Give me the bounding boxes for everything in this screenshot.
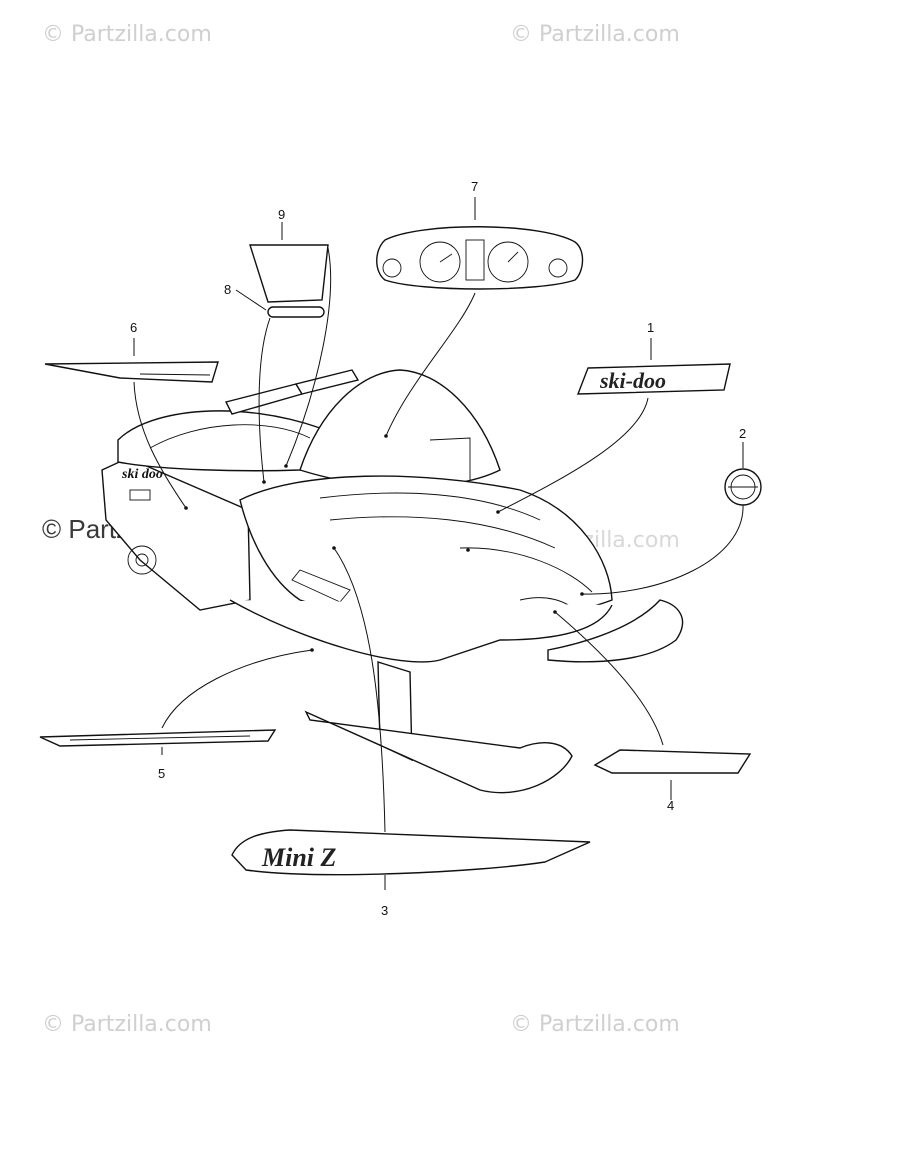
callout-8: 8 bbox=[224, 282, 231, 297]
part-8-strip-decal bbox=[267, 306, 325, 318]
callout-1: 1 bbox=[647, 320, 654, 335]
callout-7: 7 bbox=[471, 179, 478, 194]
part-7-gauge-decal bbox=[376, 226, 584, 290]
logo-decal-text: ski-doo bbox=[599, 368, 666, 393]
part-1-logo-decal: ski-doo bbox=[576, 363, 731, 395]
hood-logo-text: ski doo bbox=[121, 467, 163, 482]
watermark-top-right: © Partzilla.com bbox=[510, 22, 680, 47]
part-9-windshield-decal bbox=[249, 244, 329, 303]
callout-numbers: 1 2 3 4 5 6 7 8 9 bbox=[130, 179, 746, 918]
part-2-round-emblem bbox=[724, 468, 762, 506]
callout-3: 3 bbox=[381, 903, 388, 918]
callout-6: 6 bbox=[130, 320, 137, 335]
callout-9: 9 bbox=[278, 207, 285, 222]
part-5-lower-decal bbox=[39, 729, 277, 747]
snowmobile-illustration: ski doo bbox=[101, 369, 684, 794]
leader-lines bbox=[133, 197, 744, 890]
watermark-bottom-left: © Partzilla.com bbox=[42, 1012, 212, 1037]
side-decal-text: Mini Z bbox=[261, 843, 337, 872]
part-4-front-decal bbox=[593, 749, 752, 774]
part-6-side-strip bbox=[44, 361, 219, 383]
callout-4: 4 bbox=[667, 798, 674, 813]
callout-2: 2 bbox=[739, 426, 746, 441]
watermark-top-left: © Partzilla.com bbox=[42, 22, 212, 47]
watermark-bottom-right: © Partzilla.com bbox=[510, 1012, 680, 1037]
callout-dots bbox=[184, 434, 584, 652]
callout-5: 5 bbox=[158, 766, 165, 781]
part-3-mini-z-decal: Mini Z bbox=[231, 829, 591, 876]
